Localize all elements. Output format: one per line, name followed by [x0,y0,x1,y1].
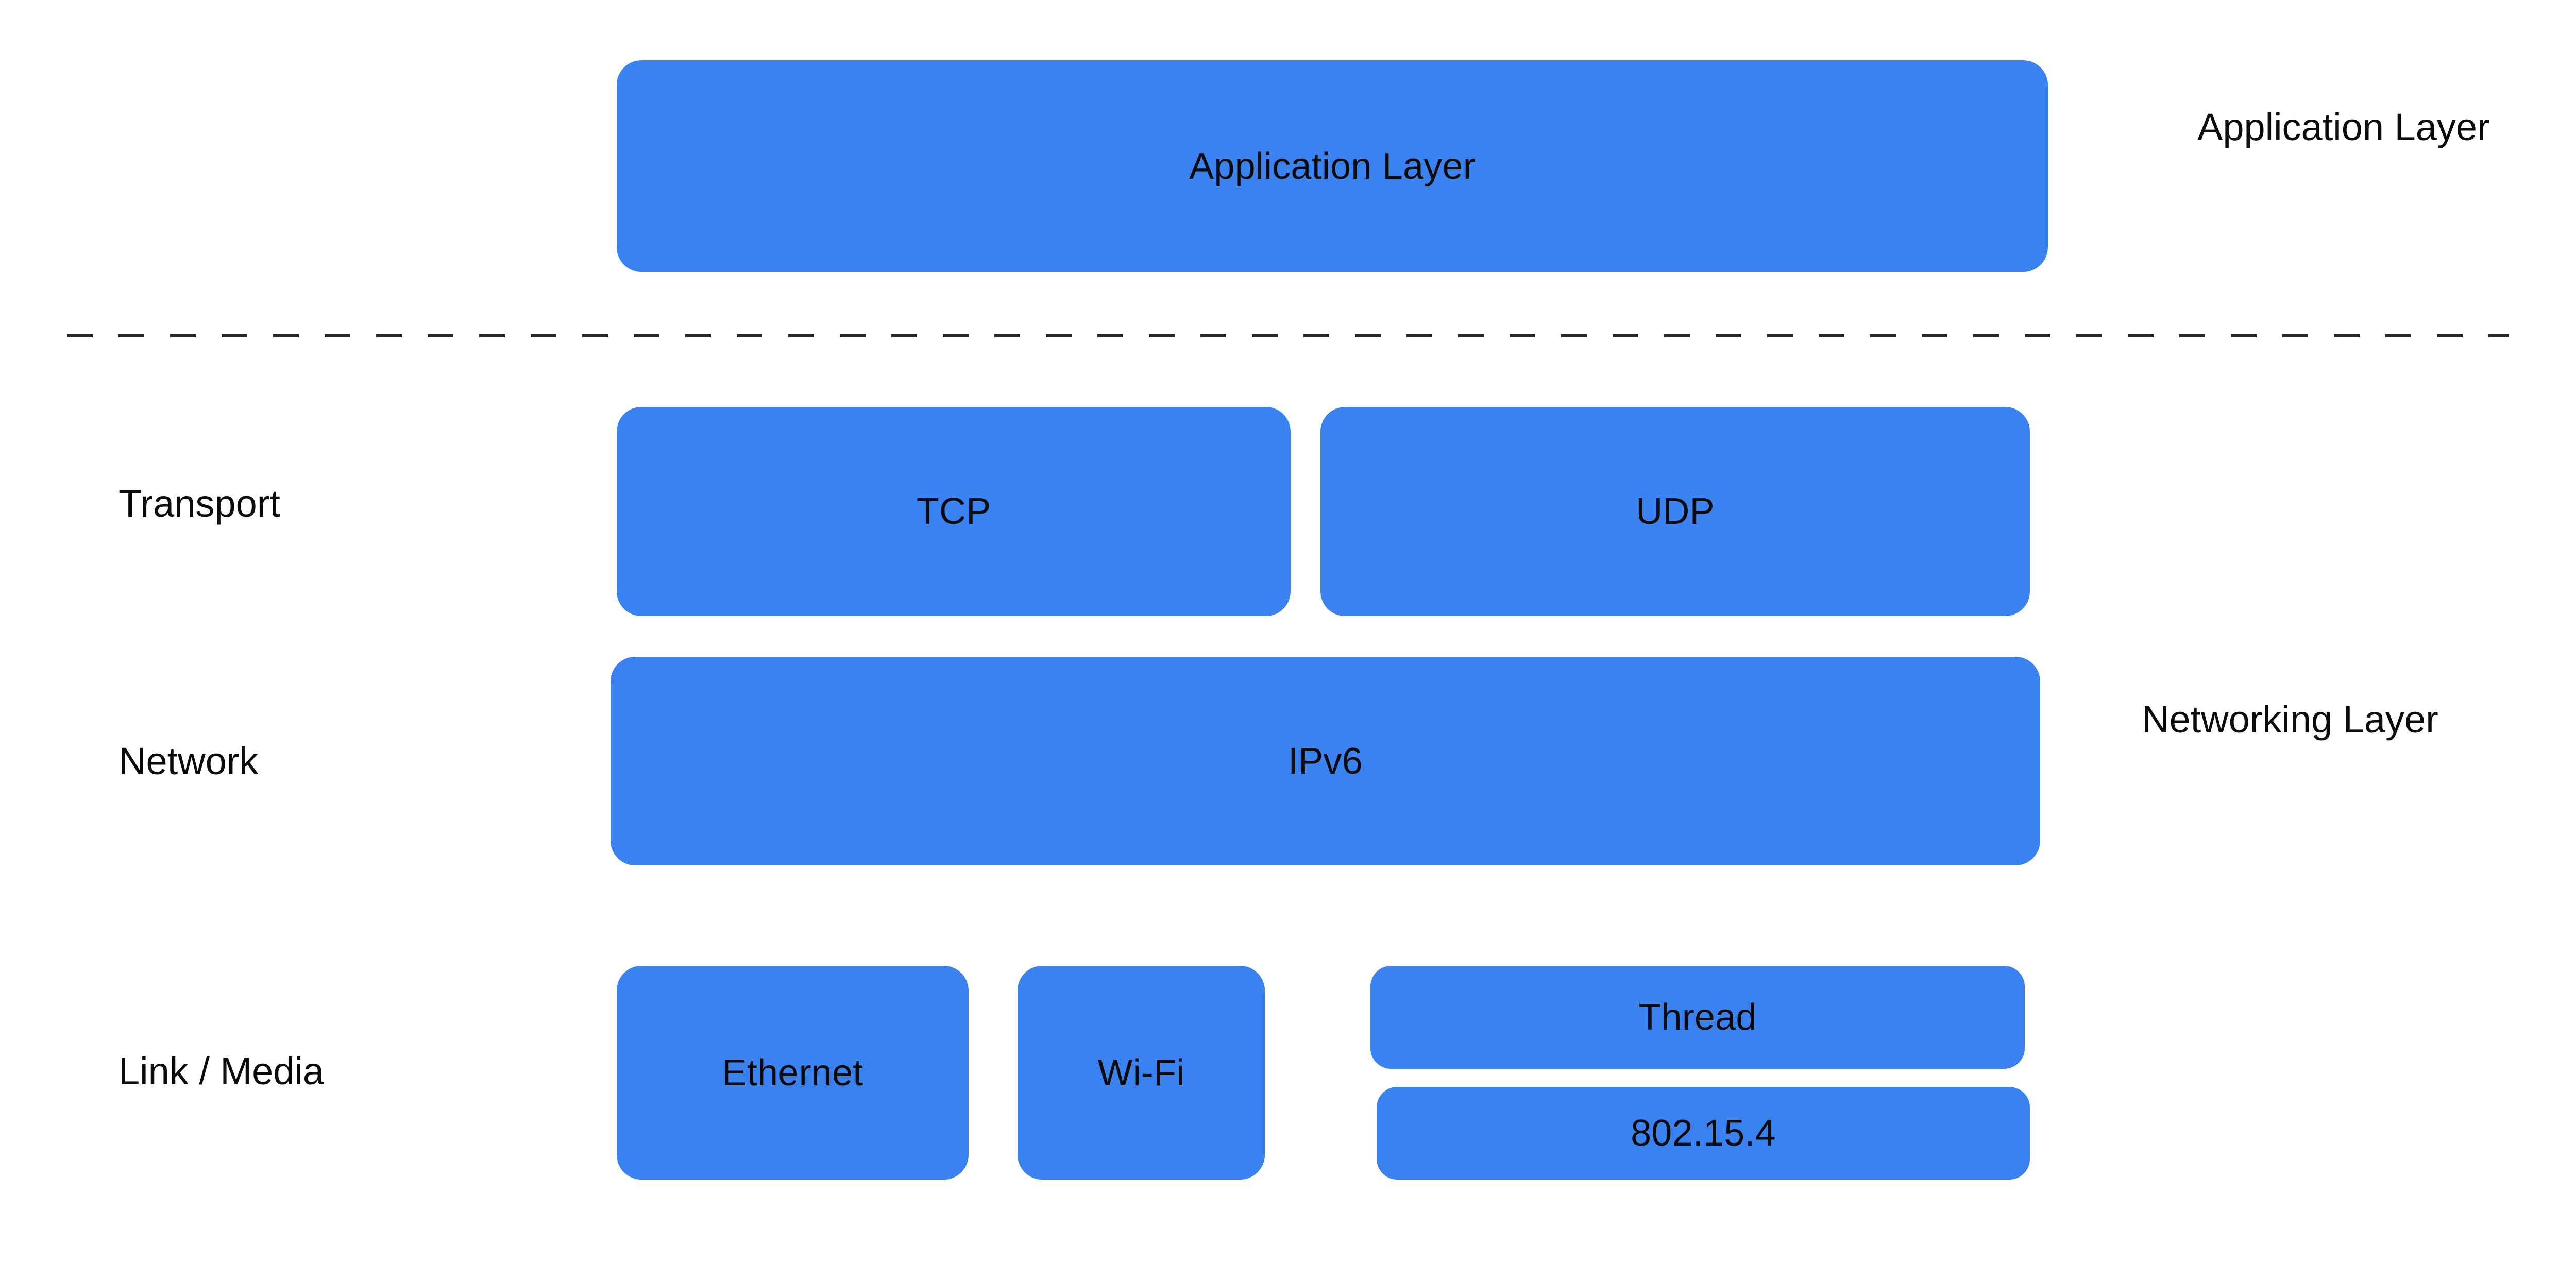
row-label-transport: Transport [118,482,280,525]
group-label-application-layer: Application Layer [2197,106,2490,148]
protocol-box-udp[interactable]: UDP [1320,407,2030,616]
protocol-box-thread[interactable]: Thread [1370,966,2025,1069]
row-label-network: Network [118,740,259,782]
protocol-box-label: TCP [916,491,991,532]
protocol-box-label: IPv6 [1288,740,1363,782]
group-label-networking-layer: Networking Layer [2142,698,2438,741]
protocol-box-ieee-802-15-4[interactable]: 802.15.4 [1377,1087,2030,1180]
protocol-box-application-layer[interactable]: Application Layer [617,60,2048,272]
protocol-box-label: Application Layer [1189,145,1476,187]
protocol-box-ethernet[interactable]: Ethernet [617,966,969,1180]
protocol-box-tcp[interactable]: TCP [617,407,1291,616]
row-label-link-media: Link / Media [118,1050,324,1093]
protocol-box-ipv6[interactable]: IPv6 [611,657,2040,865]
layer-divider-dashed-line [67,334,2509,337]
protocol-box-label: Thread [1638,997,1757,1038]
protocol-box-label: 802.15.4 [1631,1113,1776,1154]
protocol-box-wifi[interactable]: Wi-Fi [1018,966,1265,1180]
protocol-box-label: Wi-Fi [1097,1052,1185,1094]
protocol-box-label: UDP [1636,491,1715,532]
protocol-box-label: Ethernet [722,1052,863,1094]
